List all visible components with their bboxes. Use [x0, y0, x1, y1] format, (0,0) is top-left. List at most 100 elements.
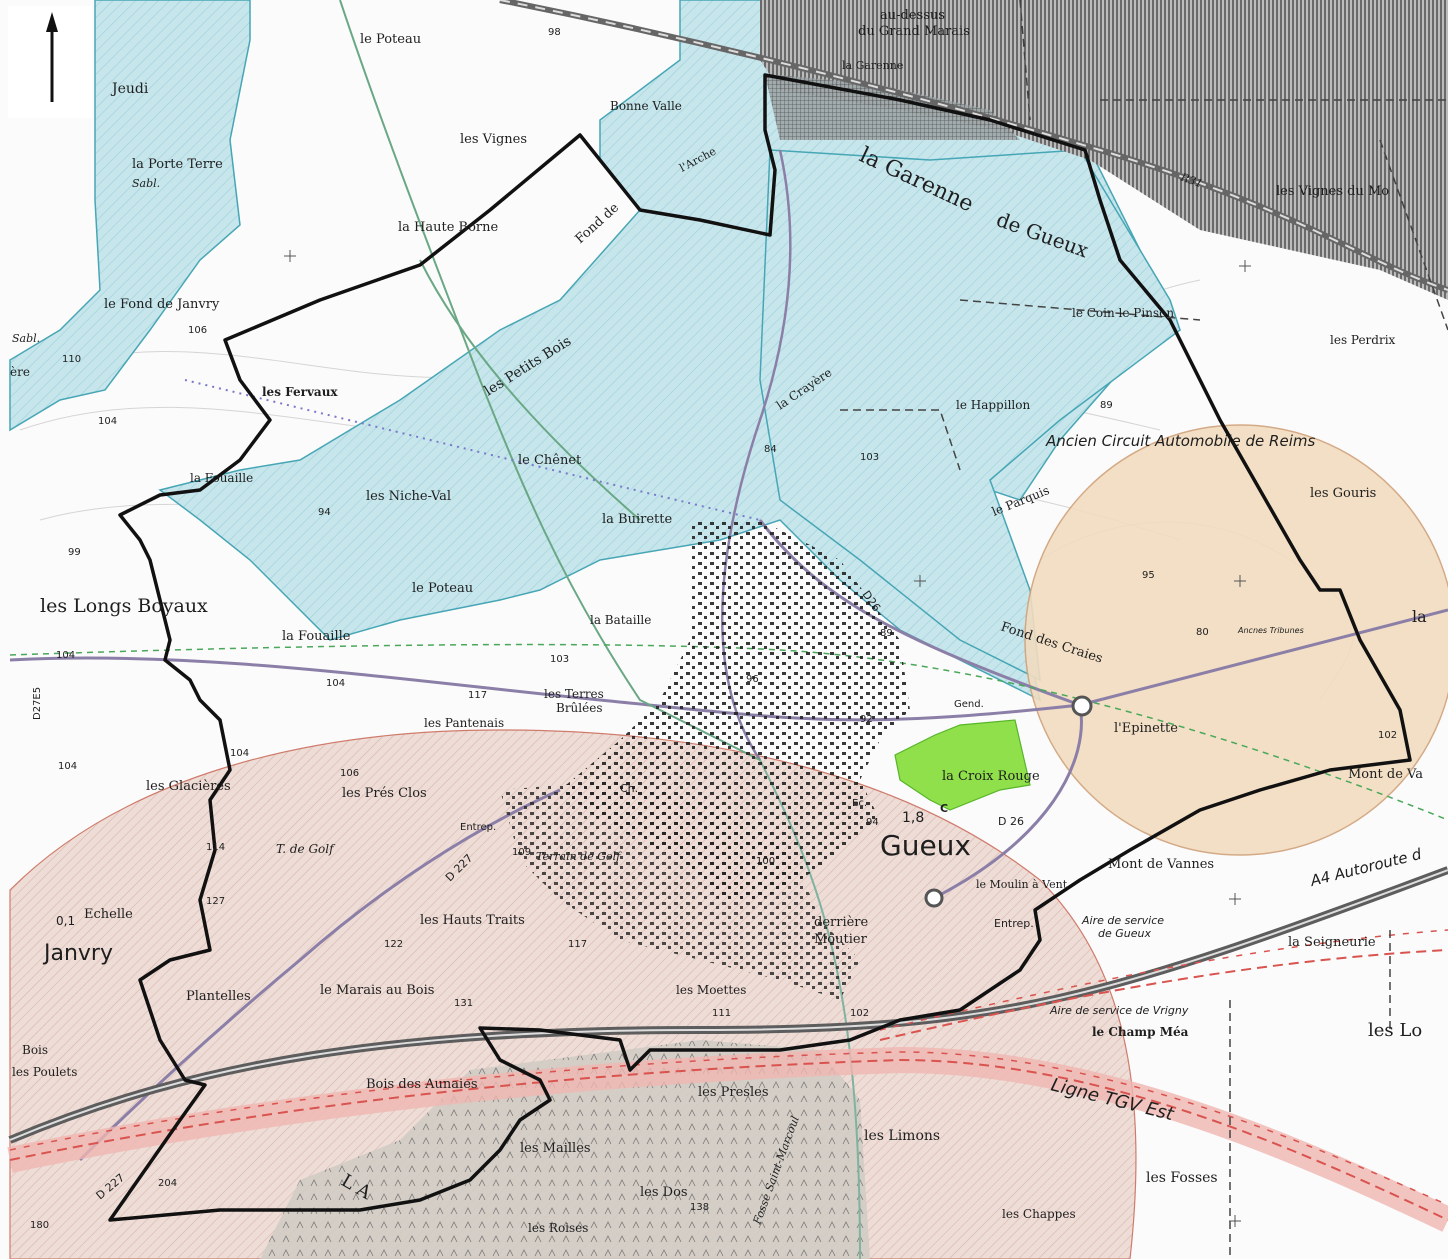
place-label: du Grand Marais — [858, 24, 970, 39]
spot-height: 0,1 — [56, 914, 75, 928]
spot-height: 104 — [58, 761, 77, 772]
place-label: les Moettes — [676, 983, 746, 997]
znieff-zones — [9, 0, 1181, 702]
green-zone — [894, 719, 1031, 811]
spot-height: 94 — [866, 817, 879, 828]
spot-height: 92 — [860, 714, 873, 725]
spot-height: 103 — [860, 452, 879, 463]
place-label: Sabl. — [132, 177, 160, 190]
spot-height: 109 — [512, 847, 531, 858]
place-label: les Limons — [864, 1128, 940, 1144]
place-label: D 26 — [998, 815, 1024, 828]
spot-height: 89 — [1100, 400, 1113, 411]
place-label: Ch. — [620, 782, 638, 795]
place-label: le Poteau — [412, 581, 473, 596]
spot-height: 84 — [764, 444, 777, 455]
forest-area — [260, 1040, 870, 1259]
place-label: les Vignes — [460, 132, 527, 147]
place-label: les Dos — [640, 1185, 688, 1200]
north-arrow-panel — [8, 6, 92, 118]
place-label: les Terres — [544, 687, 604, 701]
place-label: les Fervaux — [262, 385, 338, 399]
spot-height: 104 — [230, 748, 249, 759]
tgv-line — [7, 929, 1448, 1232]
place-label: les Lo — [1368, 1020, 1422, 1041]
place-label: Bonne Valle — [610, 99, 682, 113]
place-label: T. de Golf — [276, 842, 336, 856]
spot-height: 102 — [1378, 730, 1397, 741]
spot-height: 102 — [850, 1008, 869, 1019]
spot-height: 1,8 — [902, 810, 924, 826]
place-label: la Garenne — [842, 59, 903, 72]
place-label: Ancnes Tribunes — [1237, 626, 1304, 635]
place-label: la Seigneurie — [1288, 935, 1376, 950]
place-label: la Bataille — [590, 613, 651, 627]
place-label: Moutier — [814, 932, 868, 947]
place-label: la Croix Rouge — [942, 769, 1040, 784]
spot-height: 117 — [468, 690, 487, 701]
spot-height: 99 — [68, 547, 81, 558]
place-label: la Fouaille — [282, 629, 351, 644]
spot-height: 94 — [318, 507, 331, 518]
place-label: Entrep. — [994, 917, 1034, 930]
place-label: le Marais au Bois — [320, 983, 434, 998]
place-label: Mont de Va — [1348, 767, 1423, 782]
place-label: ère — [10, 365, 30, 379]
place-label: Bois des Aunaies — [366, 1077, 478, 1092]
commune-boundary — [108, 73, 1412, 1222]
place-label: la Fouaille — [190, 471, 253, 485]
place-label: D27E5 — [32, 687, 43, 720]
place-label: les Chappes — [1002, 1207, 1076, 1221]
spot-height: 98 — [548, 27, 561, 38]
roundabout-east — [1071, 695, 1093, 717]
spot-height: 100 — [756, 856, 775, 867]
place-label: Mont de Vannes — [1108, 857, 1214, 872]
place-label: les Roises — [528, 1221, 588, 1235]
place-label: Echelle — [84, 907, 133, 922]
place-label: les Gouris — [1310, 486, 1376, 501]
place-label: la Haute Borne — [398, 220, 499, 235]
place-label: le Fond de Janvry — [104, 297, 220, 312]
place-label: les Presles — [698, 1085, 769, 1100]
circuit-zone — [1024, 424, 1448, 856]
spot-height: 104 — [56, 650, 75, 661]
place-label: le Coin le Pinson — [1072, 306, 1174, 320]
place-label: Sabl. — [12, 332, 40, 345]
spot-height: 89 — [880, 628, 893, 639]
place-label: de Gueux — [1098, 927, 1151, 940]
spot-height: 104 — [326, 678, 345, 689]
gray-grid-zone — [765, 75, 1020, 140]
place-label: Janvry — [42, 941, 113, 966]
spot-height: 110 — [62, 354, 81, 365]
spot-height: 80 — [1196, 627, 1209, 638]
place-label: la Buirette — [602, 512, 672, 527]
place-label: au-dessus — [880, 8, 945, 23]
place-label: les Prés Clos — [342, 786, 427, 801]
znieff-west — [9, 0, 251, 432]
place-label: le Happillon — [956, 398, 1030, 412]
place-label: les Poulets — [12, 1065, 77, 1079]
place-label: les Hauts Traits — [420, 913, 525, 928]
place-label: Aire de service de Vrigny — [1049, 1004, 1189, 1017]
spot-height: 106 — [340, 768, 359, 779]
place-label: les Vignes du Mo — [1276, 184, 1389, 199]
znieff-east — [759, 149, 1181, 682]
spot-height: 138 — [690, 1202, 709, 1213]
place-label: Terrain de Golf — [536, 850, 622, 863]
place-label: la — [1412, 607, 1427, 626]
spot-height: 103 — [550, 654, 569, 665]
place-label: le Champ Méa — [1092, 1025, 1189, 1039]
spot-height: 180 — [30, 1220, 49, 1231]
spot-height: 127 — [206, 896, 225, 907]
spot-height: 114 — [206, 842, 225, 853]
place-label: Brûlées — [556, 701, 602, 715]
spot-heights: 98 106 110 104 99 94 84 103 89 95 80 89 … — [30, 27, 1397, 1231]
place-label: Entrep. — [460, 822, 496, 833]
spot-height: 131 — [454, 998, 473, 1009]
place-label: le Poteau — [360, 32, 421, 47]
spot-height: 111 — [712, 1008, 731, 1019]
spot-height: 122 — [384, 939, 403, 950]
place-label: Gend. — [954, 699, 984, 710]
place-label: Plantelles — [186, 989, 251, 1004]
